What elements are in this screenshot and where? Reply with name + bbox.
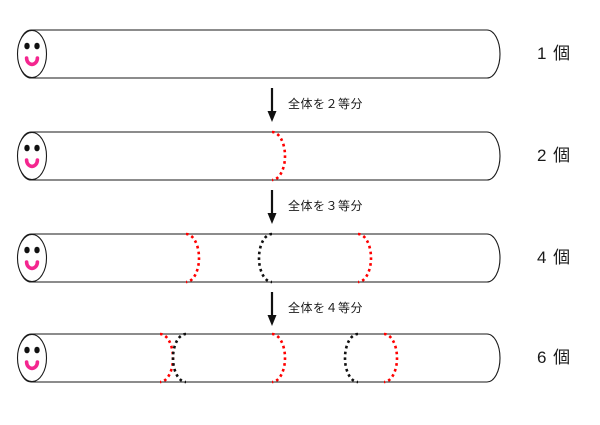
tube-body <box>17 333 501 383</box>
smile-mouth-icon <box>24 56 40 67</box>
step-description-label: 全体を２等分 <box>288 97 364 111</box>
step-arrow <box>267 292 277 326</box>
tube-row <box>16 232 501 284</box>
left-eye-icon <box>24 246 30 254</box>
tube-body <box>17 29 501 79</box>
left-eye-icon <box>24 346 30 354</box>
tube-row <box>16 29 501 79</box>
step-description-label: 全体を３等分 <box>288 199 364 213</box>
step-description-label: 全体を４等分 <box>288 301 364 315</box>
row-count-label: 2 個 <box>537 146 572 165</box>
tube-divider-red <box>271 332 287 384</box>
face-outline <box>16 29 48 79</box>
tube-divider-black <box>171 332 187 384</box>
row-count-label: 4 個 <box>537 248 572 267</box>
right-eye-icon <box>34 42 40 50</box>
right-eye-icon <box>34 246 40 254</box>
tube-divider-red <box>357 232 373 284</box>
tube-row <box>16 332 501 384</box>
tube-divider-red <box>383 332 399 384</box>
tube-row <box>16 130 501 182</box>
tube-body <box>17 131 501 181</box>
step-arrow <box>267 190 277 224</box>
face-outline <box>16 233 48 283</box>
step-arrow <box>267 88 277 122</box>
arrow-head <box>267 315 277 326</box>
face-outline <box>16 131 48 181</box>
arrow-head <box>267 213 277 224</box>
row-count-label: 1 個 <box>537 44 572 63</box>
left-eye-icon <box>24 144 30 152</box>
tube-divider-red <box>185 232 201 284</box>
right-eye-icon <box>34 144 40 152</box>
arrow-head <box>267 111 277 122</box>
smile-mouth-icon <box>24 158 40 169</box>
face-outline <box>16 333 48 383</box>
left-eye-icon <box>24 42 30 50</box>
tube-divider-red <box>271 130 287 182</box>
smile-mouth-icon <box>24 360 40 371</box>
smile-mouth-icon <box>24 260 40 271</box>
right-eye-icon <box>34 346 40 354</box>
tube-divider-black <box>257 232 273 284</box>
tube-divider-black <box>343 332 359 384</box>
row-count-label: 6 個 <box>537 348 572 367</box>
